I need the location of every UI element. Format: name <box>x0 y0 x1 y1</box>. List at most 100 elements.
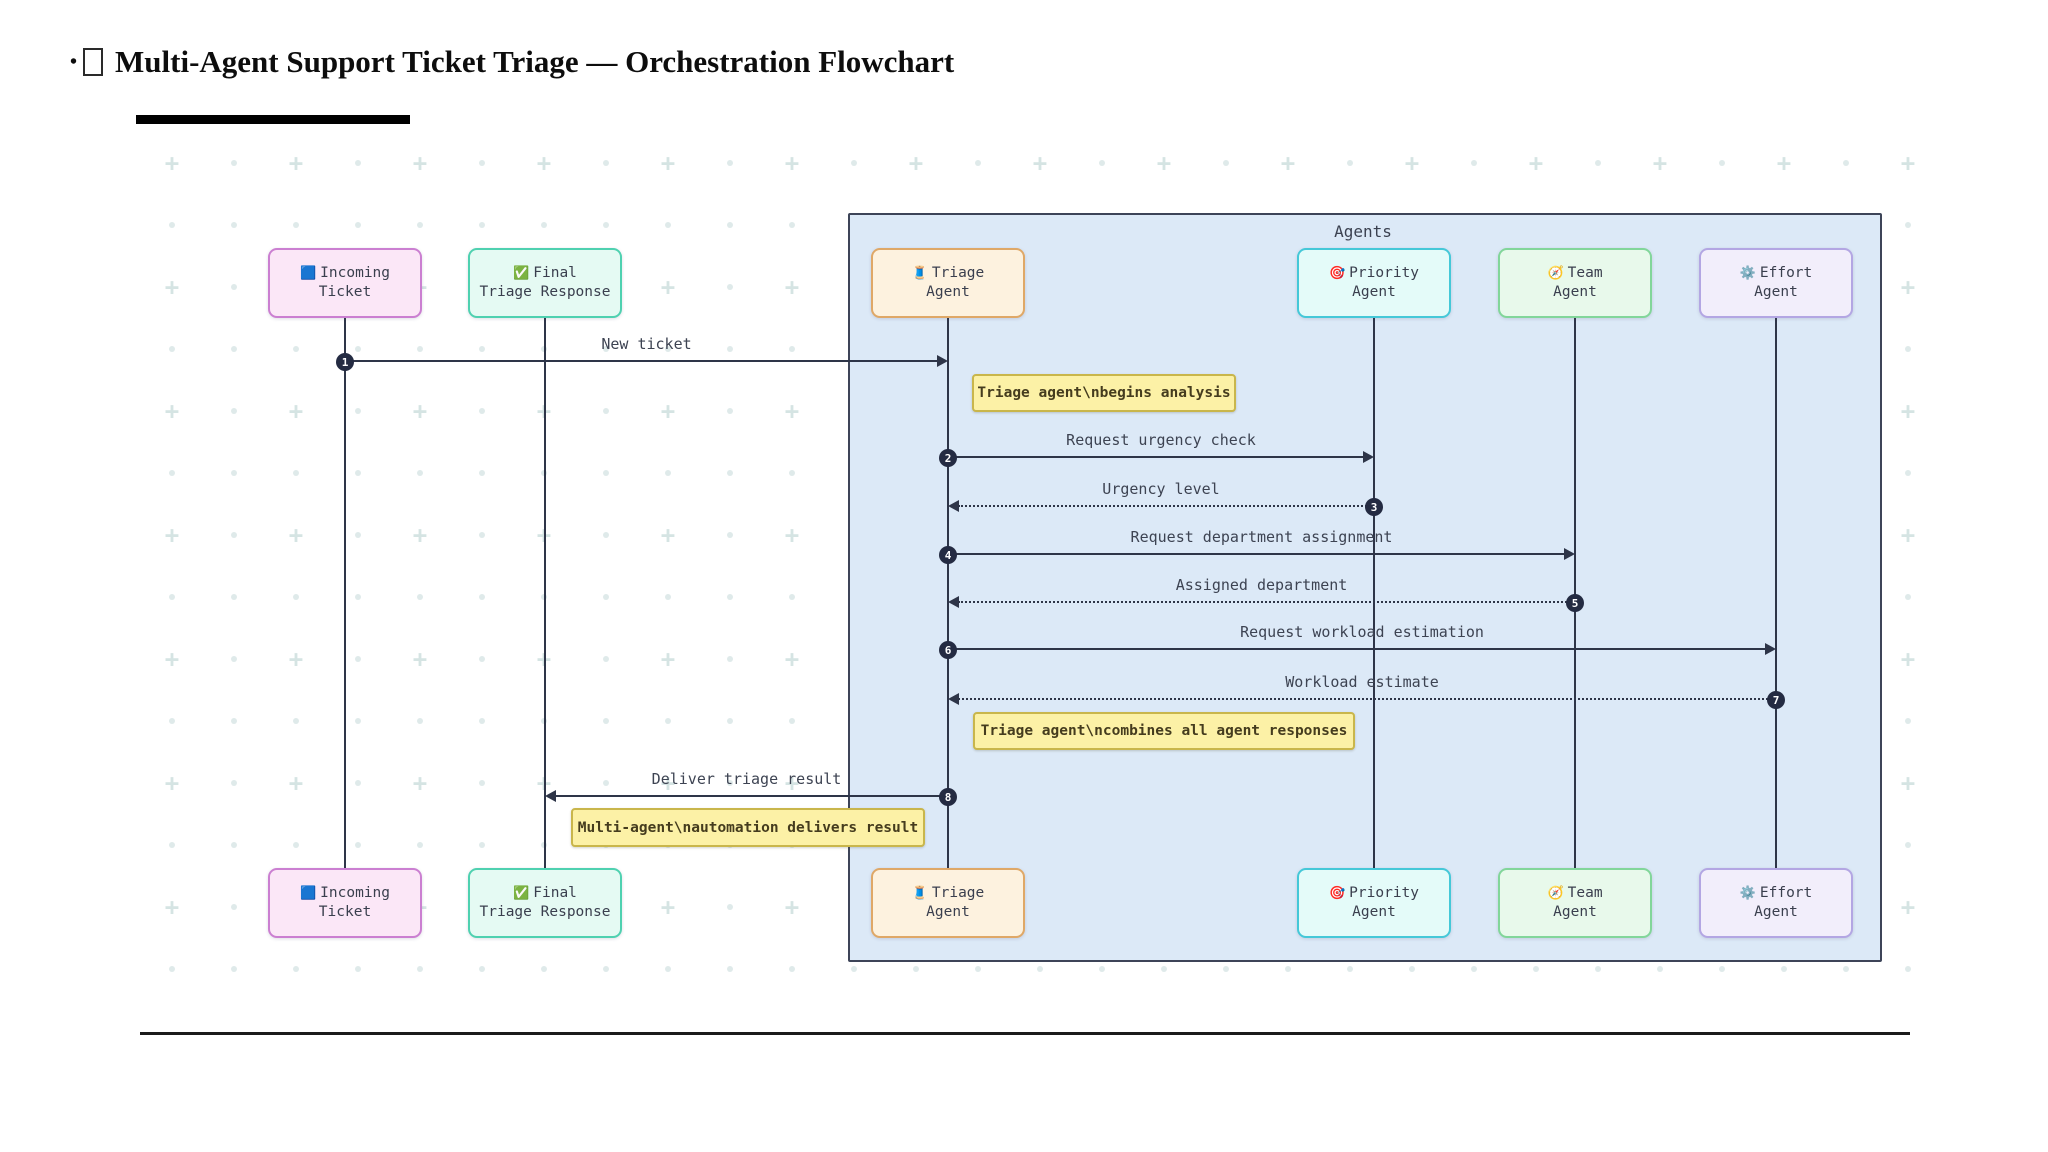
pattern-plus-mark: + <box>784 893 800 921</box>
pattern-dot-mark <box>727 656 733 662</box>
pattern-dot-mark <box>727 160 733 166</box>
participant-label: Triage Response <box>479 284 611 301</box>
pattern-plus-mark: + <box>288 769 304 797</box>
pattern-dot-mark <box>1657 966 1663 972</box>
lifeline-triage-agent <box>947 318 949 868</box>
arrowhead-1 <box>937 355 948 367</box>
pattern-dot-mark <box>1905 594 1911 600</box>
pattern-dot-mark <box>169 842 175 848</box>
pattern-plus-mark: + <box>288 149 304 177</box>
pattern-dot-mark <box>293 842 299 848</box>
message-line-1 <box>345 360 938 362</box>
participant-label: 🎯Priority <box>1328 885 1420 902</box>
pattern-dot-mark <box>1905 842 1911 848</box>
pattern-dot-mark <box>1471 160 1477 166</box>
pattern-plus-mark: + <box>784 521 800 549</box>
pattern-dot-mark <box>603 222 609 228</box>
pattern-plus-mark: + <box>1032 149 1048 177</box>
pattern-dot-mark <box>975 160 981 166</box>
pattern-dot-mark <box>1347 966 1353 972</box>
pattern-dot-mark <box>851 160 857 166</box>
pattern-dot-mark <box>1471 966 1477 972</box>
pattern-dot-mark <box>417 842 423 848</box>
pattern-plus-mark: + <box>412 645 428 673</box>
pattern-plus-mark: + <box>908 149 924 177</box>
participant-label: 🧵Triage <box>911 265 985 282</box>
sequence-number-8: 8 <box>939 788 957 806</box>
pattern-dot-mark <box>1099 160 1105 166</box>
arrowhead-3 <box>948 500 959 512</box>
pattern-dot-mark <box>1905 966 1911 972</box>
pattern-dot-mark <box>1719 160 1725 166</box>
pattern-plus-mark: + <box>784 273 800 301</box>
pattern-dot-mark <box>479 160 485 166</box>
pattern-dot-mark <box>355 470 361 476</box>
pattern-dot-mark <box>355 966 361 972</box>
pattern-dot-mark <box>1037 966 1043 972</box>
sequence-number-3: 3 <box>1365 498 1383 516</box>
participant-label: ✅Final <box>513 885 577 902</box>
pattern-dot-mark <box>479 470 485 476</box>
blue-square-icon: 🟦 <box>299 266 317 282</box>
pattern-dot-mark <box>479 594 485 600</box>
lifeline-final-triage-response <box>544 318 546 868</box>
thread-spool-icon: 🧵 <box>911 886 928 902</box>
pattern-plus-mark: + <box>164 273 180 301</box>
pattern-dot-mark <box>417 594 423 600</box>
pattern-dot-mark <box>293 718 299 724</box>
sequence-number-6: 6 <box>939 641 957 659</box>
title-bullet: • <box>70 51 78 73</box>
participant-label: Agent <box>1352 284 1396 301</box>
page-title: • Multi-Agent Support Ticket Triage — Or… <box>70 44 954 80</box>
participant-label: 🟦Incoming <box>299 885 391 902</box>
pattern-plus-mark: + <box>164 521 180 549</box>
pattern-dot-mark <box>417 718 423 724</box>
sequence-number-2: 2 <box>939 449 957 467</box>
check-mark-icon: ✅ <box>513 886 530 902</box>
pattern-dot-mark <box>355 656 361 662</box>
pattern-plus-mark: + <box>412 397 428 425</box>
pattern-dot-mark <box>231 408 237 414</box>
pattern-dot-mark <box>355 532 361 538</box>
pattern-dot-mark <box>1223 160 1229 166</box>
pattern-dot-mark <box>1409 966 1415 972</box>
pattern-dot-mark <box>603 594 609 600</box>
pattern-dot-mark <box>355 594 361 600</box>
pattern-dot-mark <box>1347 160 1353 166</box>
pattern-dot-mark <box>231 780 237 786</box>
pattern-dot-mark <box>665 594 671 600</box>
pattern-dot-mark <box>1905 718 1911 724</box>
pattern-dot-mark <box>727 532 733 538</box>
pattern-dot-mark <box>1099 966 1105 972</box>
pattern-plus-mark: + <box>1900 273 1916 301</box>
pattern-dot-mark <box>479 842 485 848</box>
message-line-5 <box>958 601 1575 603</box>
pattern-dot-mark <box>1905 470 1911 476</box>
arrowhead-6 <box>1765 643 1776 655</box>
participant-label: 🧭Team <box>1547 885 1603 902</box>
pattern-dot-mark <box>355 346 361 352</box>
agents-group-label: Agents <box>1334 222 1392 241</box>
participant-label: 🧭Team <box>1547 265 1603 282</box>
pattern-plus-mark: + <box>412 521 428 549</box>
pattern-plus-mark: + <box>288 521 304 549</box>
pattern-dot-mark <box>1781 966 1787 972</box>
participant-label: Agent <box>1754 904 1798 921</box>
pattern-dot-mark <box>479 656 485 662</box>
pattern-dot-mark <box>231 656 237 662</box>
missing-glyph-icon <box>83 48 104 76</box>
pattern-dot-mark <box>355 842 361 848</box>
participant-label: Agent <box>926 904 970 921</box>
sequence-number-1: 1 <box>336 353 354 371</box>
check-mark-icon: ✅ <box>513 266 530 282</box>
pattern-dot-mark <box>231 222 237 228</box>
pattern-dot-mark <box>727 470 733 476</box>
arrowhead-8 <box>545 790 556 802</box>
pattern-plus-mark: + <box>660 893 676 921</box>
pattern-dot-mark <box>727 718 733 724</box>
